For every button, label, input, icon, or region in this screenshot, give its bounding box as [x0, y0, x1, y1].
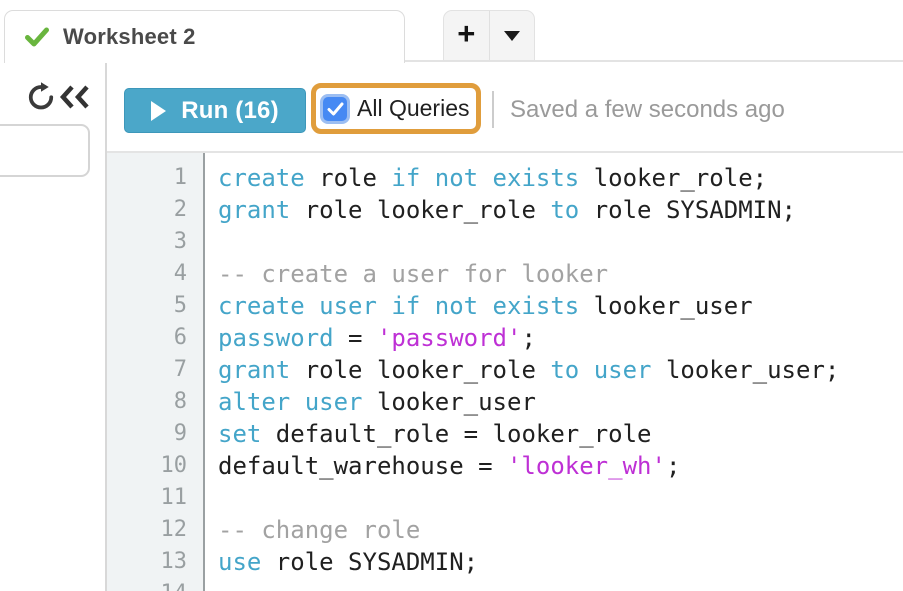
- code-token-keyword: grant: [218, 196, 291, 224]
- code-lines[interactable]: create role if not exists looker_role;gr…: [218, 153, 903, 591]
- toolbar-divider: [492, 91, 494, 128]
- code-token-plain: ;: [665, 452, 681, 480]
- checkbox-check-icon: [327, 102, 343, 115]
- sidebar-divider: [105, 62, 107, 591]
- line-number: 9: [173, 421, 187, 446]
- code-token-plain: role SYSADMIN;: [261, 548, 479, 576]
- code-token-plain: role SYSADMIN;: [579, 196, 796, 224]
- code-line[interactable]: [218, 482, 903, 514]
- checkmark-icon: [25, 27, 49, 47]
- code-line[interactable]: use role SYSADMIN;: [218, 546, 903, 578]
- code-token-plain: default_role = looker_role: [261, 420, 652, 448]
- code-token-string: 'looker_wh': [506, 452, 666, 480]
- code-line[interactable]: create user if not exists looker_user: [218, 290, 903, 322]
- tab-bar-bottom-border: [405, 60, 903, 62]
- code-token-keyword: if not exists: [391, 164, 580, 192]
- line-number: 4: [173, 261, 187, 286]
- play-icon: [151, 100, 167, 121]
- line-number: 3: [173, 229, 187, 254]
- line-number: 10: [160, 453, 188, 478]
- refresh-button[interactable]: [26, 82, 56, 112]
- line-number: 5: [173, 293, 187, 318]
- tab-title: Worksheet 2: [63, 24, 196, 49]
- code-line[interactable]: [218, 578, 903, 591]
- code-token-plain: role: [304, 164, 392, 192]
- gutter-numbers: 1234567891011121314: [107, 153, 205, 591]
- code-line[interactable]: -- change role: [218, 514, 903, 546]
- new-worksheet-button[interactable]: +: [444, 11, 490, 60]
- code-token-keyword: to: [550, 196, 580, 224]
- code-token-keyword: alter user: [218, 388, 363, 416]
- code-token-string: 'password': [376, 324, 522, 352]
- collapse-sidebar-button[interactable]: [58, 83, 92, 111]
- line-number: 14: [107, 578, 203, 591]
- code-token-keyword: use: [218, 548, 262, 576]
- code-token-plain: ;: [521, 324, 536, 352]
- code-token-keyword: create user if not exists: [218, 292, 580, 320]
- code-line[interactable]: alter user looker_user: [218, 386, 903, 418]
- run-button[interactable]: Run (16): [124, 88, 306, 133]
- code-line[interactable]: grant role looker_role to user looker_us…: [218, 354, 903, 386]
- code-token-plain: role looker_role: [290, 196, 551, 224]
- code-token-keyword: to user: [550, 356, 652, 384]
- line-number: 8: [173, 389, 187, 414]
- editor-top-border: [107, 151, 903, 153]
- code-token-plain: role looker_role: [290, 356, 551, 384]
- caret-down-icon: [503, 30, 520, 41]
- code-token-comment: -- create a user for looker: [218, 260, 609, 288]
- code-line[interactable]: [218, 226, 903, 258]
- worksheet-menu-button[interactable]: [490, 11, 535, 60]
- code-token-plain: looker_user: [579, 292, 753, 320]
- code-token-keyword: password: [218, 324, 334, 352]
- refresh-icon: [28, 82, 54, 110]
- saved-status: Saved a few seconds ago: [510, 96, 785, 123]
- tab-controls: +: [443, 10, 535, 61]
- double-chevron-left-icon: [59, 85, 89, 109]
- code-token-plain: =: [333, 324, 377, 352]
- line-number: 11: [160, 485, 188, 510]
- code-line[interactable]: default_warehouse = 'looker_wh';: [218, 450, 903, 482]
- code-token-keyword: create: [218, 164, 305, 192]
- code-line[interactable]: set default_role = looker_role: [218, 418, 903, 450]
- code-line[interactable]: grant role looker_role to role SYSADMIN;: [218, 194, 903, 226]
- plus-icon: +: [457, 16, 476, 51]
- line-number: 2: [173, 197, 187, 222]
- code-line[interactable]: password = 'password';: [218, 322, 903, 354]
- run-button-label: Run (16): [181, 96, 279, 124]
- code-token-plain: looker_user;: [651, 356, 840, 384]
- line-number: 1: [173, 165, 187, 190]
- all-queries-label: All Queries: [357, 95, 470, 121]
- line-number: 13: [160, 549, 188, 574]
- line-number: 12: [160, 517, 188, 542]
- code-token-keyword: set: [218, 420, 262, 448]
- sidebar-search-input[interactable]: [0, 124, 90, 177]
- code-token-keyword: grant: [218, 356, 291, 384]
- code-line[interactable]: -- create a user for looker: [218, 258, 903, 290]
- line-number: 7: [173, 357, 187, 382]
- line-number: 6: [173, 325, 187, 350]
- code-token-plain: looker_role;: [579, 164, 768, 192]
- code-line[interactable]: create role if not exists looker_role;: [218, 162, 903, 194]
- all-queries-checkbox[interactable]: [323, 96, 347, 121]
- code-token-comment: -- change role: [218, 516, 421, 544]
- tab-worksheet-2[interactable]: Worksheet 2: [4, 10, 405, 63]
- code-token-plain: default_warehouse =: [218, 452, 507, 480]
- code-token-plain: looker_user: [362, 388, 536, 416]
- all-queries-highlight-annotation: All Queries: [311, 83, 481, 134]
